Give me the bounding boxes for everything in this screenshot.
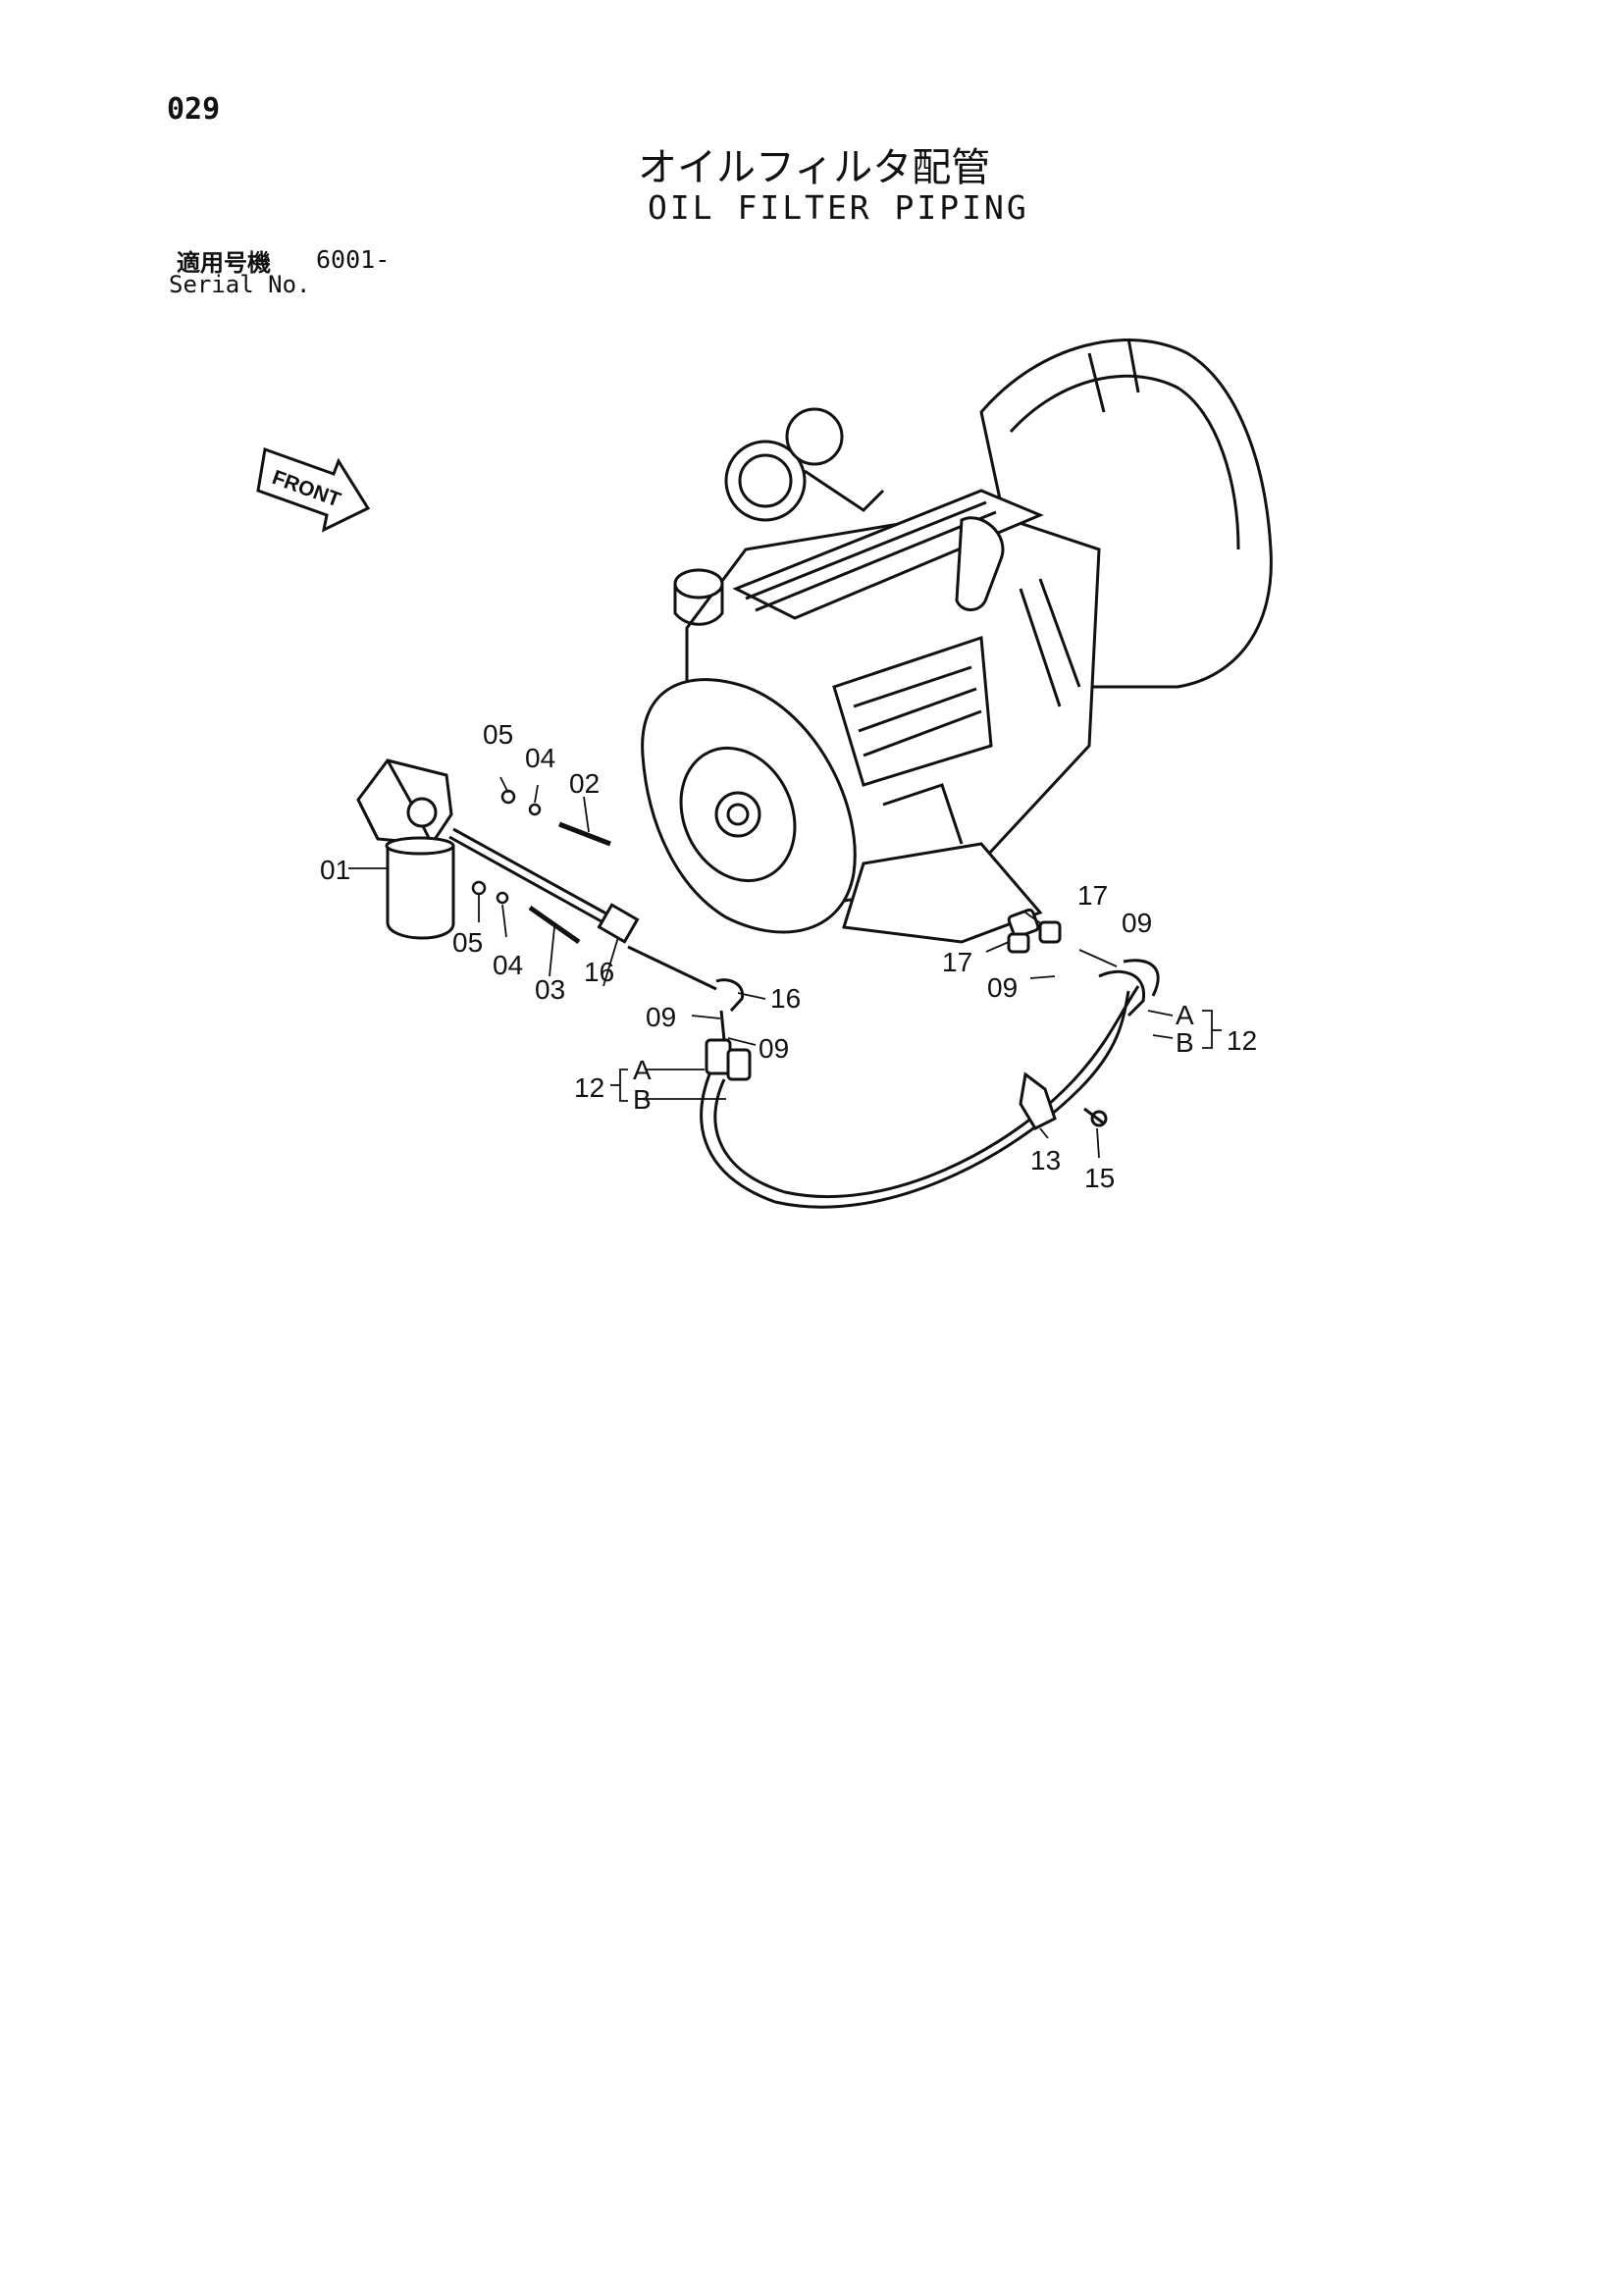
callout-02: 02 [569, 768, 600, 799]
hose-assembly-12 [700, 959, 1160, 1209]
front-arrow-icon: FRONT [256, 446, 371, 533]
callout-13: 13 [1030, 1145, 1061, 1175]
callout-09-center: 09 [759, 1033, 789, 1064]
page-number: 029 [167, 92, 221, 127]
callout-a-right: A [1176, 1000, 1194, 1030]
callout-15: 15 [1084, 1163, 1115, 1193]
callout-03: 03 [535, 974, 565, 1005]
oil-filter [356, 758, 455, 940]
callout-01: 01 [320, 855, 350, 885]
callout-a-left: A [633, 1055, 652, 1085]
callout-12-left: 12 [574, 1072, 604, 1103]
callout-04-top: 04 [525, 743, 555, 773]
title-english: OIL FILTER PIPING [648, 188, 1029, 227]
callout-04-bottom: 04 [493, 950, 523, 980]
callout-17-bottom: 17 [942, 947, 972, 977]
serial-label-japanese: 適用号機 [177, 249, 271, 277]
callout-labels: 01 02 03 04 04 05 05 09 09 09 09 12 12 1… [320, 719, 1257, 1193]
fittings-17 [1007, 908, 1062, 954]
callout-09-right-top: 09 [1122, 908, 1152, 938]
callout-17-top: 17 [1077, 880, 1108, 911]
bolt-03 [528, 905, 581, 945]
callout-b-left: B [633, 1084, 652, 1115]
small-hardware [471, 789, 542, 905]
callout-09-left: 09 [646, 1002, 676, 1032]
callout-05-top: 05 [483, 719, 513, 750]
callout-b-right: B [1176, 1027, 1194, 1058]
serial-label-english: Serial No. [169, 271, 311, 298]
callout-09-right-bottom: 09 [987, 972, 1018, 1003]
callout-16-left: 16 [584, 957, 614, 987]
callout-05-bottom: 05 [452, 927, 483, 958]
callout-16-right: 16 [770, 983, 801, 1014]
leader-lines [348, 776, 1222, 1159]
bolt-02 [558, 821, 611, 847]
serial-value: 6001- [316, 245, 391, 274]
callout-12-right: 12 [1227, 1025, 1257, 1056]
oil-pipe [448, 827, 745, 1041]
engine-assembly [641, 338, 1273, 944]
title-japanese: オイルフィルタ配管 [638, 145, 991, 190]
